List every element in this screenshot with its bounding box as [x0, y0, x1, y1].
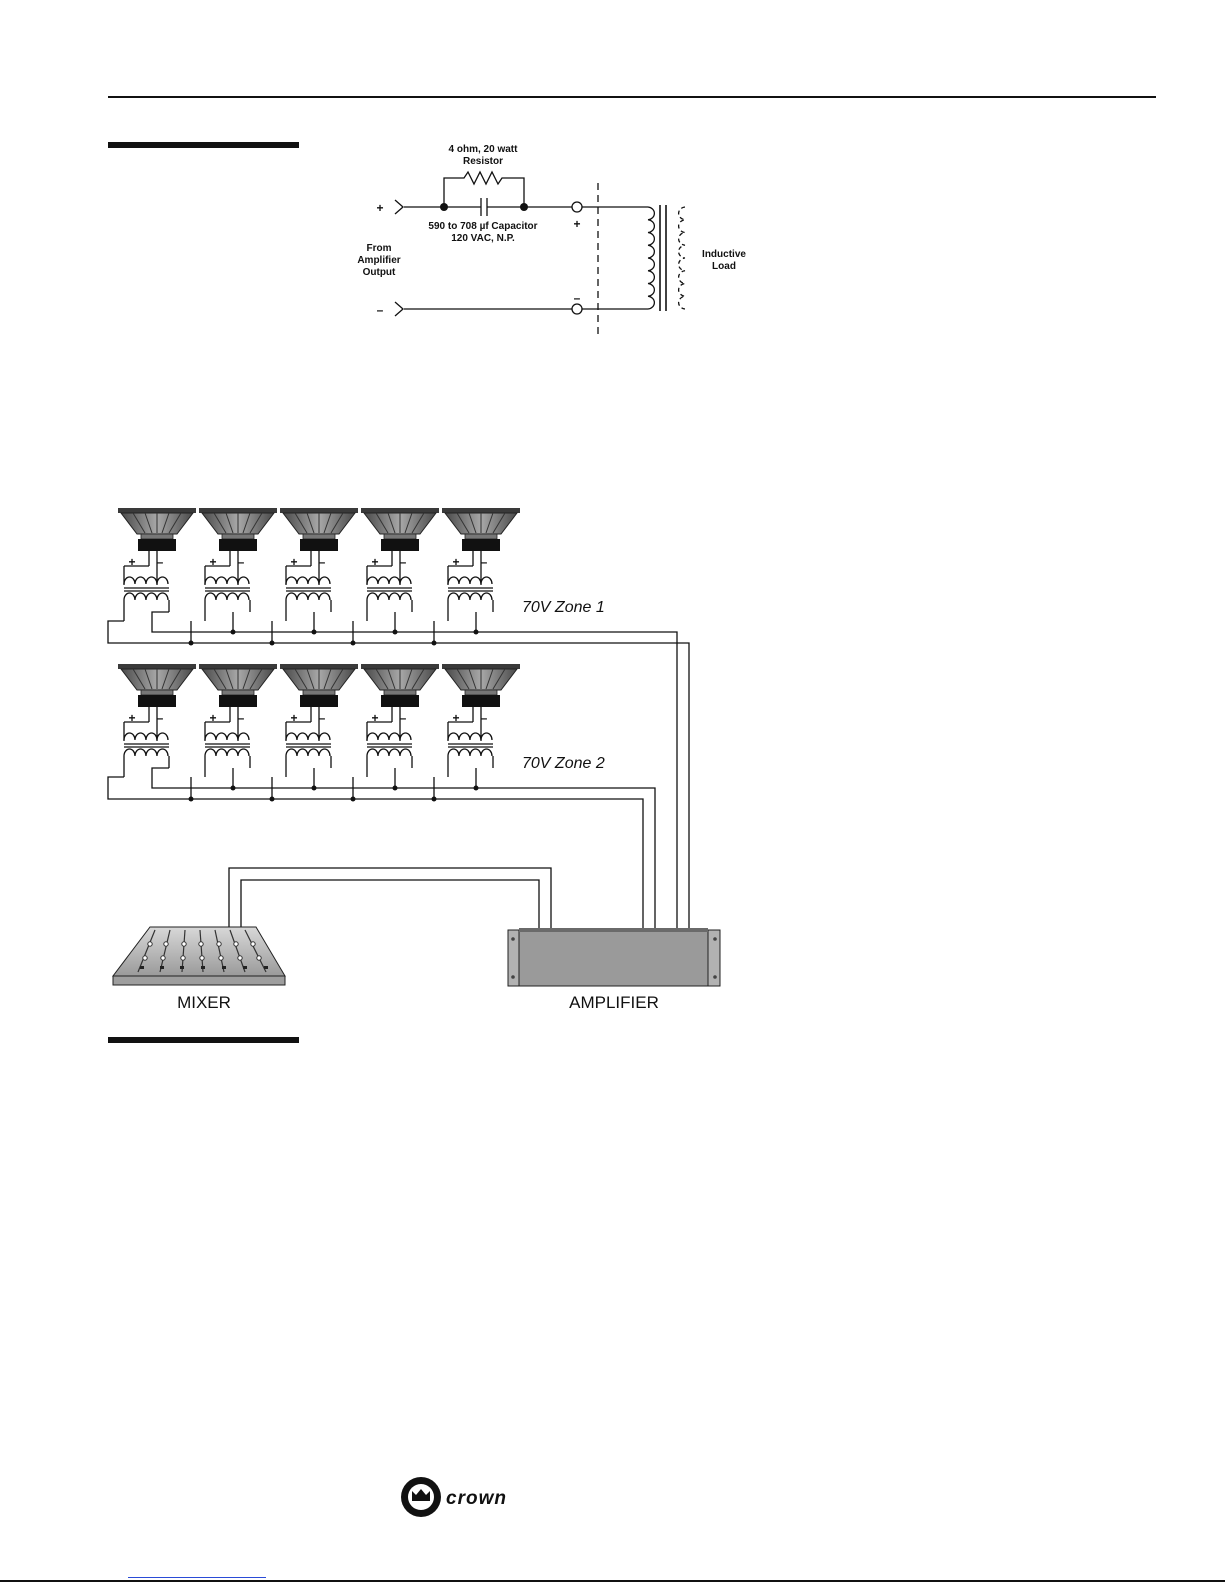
resistor-label-1: 4 ohm, 20 watt — [449, 144, 519, 155]
plus-sign: + — [290, 555, 297, 569]
input-label-2: Amplifier — [357, 255, 400, 266]
load-label-2: Load — [712, 261, 736, 272]
minus-sign: – — [319, 711, 326, 725]
zone-2: + – + – + – + – + – — [108, 664, 655, 930]
zone-2-label: 70V Zone 2 — [522, 755, 605, 772]
load-label-1: Inductive — [702, 249, 746, 260]
crown-wordmark: crown — [446, 1488, 507, 1509]
amplifier-label: AMPLIFIER — [569, 993, 659, 1012]
minus-sign: – — [238, 711, 245, 725]
terminal-plus-sign: + — [573, 217, 580, 231]
mixer-label: MIXER — [177, 993, 231, 1012]
zone-1-signs: + – + – + – + – + – — [128, 555, 487, 569]
footer-rule — [0, 1580, 1225, 1582]
plus-sign: + — [371, 555, 378, 569]
terminal-minus-sign: – — [574, 291, 581, 305]
plus-sign: + — [290, 711, 297, 725]
crown-logo: crown — [401, 1477, 507, 1517]
footer-link-underline — [128, 1577, 266, 1578]
node-dot — [440, 203, 448, 211]
plus-sign: + — [452, 711, 459, 725]
minus-sign: – — [157, 711, 164, 725]
plus-sign: + — [209, 555, 216, 569]
terminal-minus — [572, 304, 582, 314]
input-plus-arrow — [395, 200, 403, 214]
zone-2-wiring — [108, 768, 655, 930]
amplifier-icon — [508, 928, 720, 986]
plus-sign: + — [452, 555, 459, 569]
resistor-label-2: Resistor — [463, 156, 503, 167]
input-plus-sign: + — [376, 201, 383, 215]
zone-2-signs: + – + – + – + – + – — [128, 711, 487, 725]
capacitor-label-1: 590 to 708 µf Capacitor — [428, 221, 537, 232]
minus-sign: – — [481, 711, 488, 725]
node-dot — [520, 203, 528, 211]
input-minus-sign: – — [377, 303, 384, 317]
plus-sign: + — [209, 711, 216, 725]
minus-sign: – — [400, 555, 407, 569]
mixer-amplifier-cable — [229, 868, 551, 930]
minus-sign: – — [319, 555, 326, 569]
capacitor — [404, 198, 572, 216]
plus-sign: + — [128, 555, 135, 569]
minus-sign: – — [238, 555, 245, 569]
input-label-3: Output — [363, 267, 396, 278]
terminal-plus — [572, 202, 582, 212]
plus-sign: + — [128, 711, 135, 725]
minus-sign: – — [481, 555, 488, 569]
minus-sign: – — [157, 555, 164, 569]
input-label-1: From — [367, 243, 392, 254]
plus-sign: + — [371, 711, 378, 725]
minus-sign: – — [400, 711, 407, 725]
zone-1-label: 70V Zone 1 — [522, 599, 605, 616]
zone-1: + – + – + – + – + – — [108, 508, 689, 930]
input-minus-arrow — [395, 302, 403, 316]
capacitor-label-2: 120 VAC, N.P. — [451, 233, 515, 244]
mixer-icon — [113, 927, 285, 985]
circuit-diagram: 4 ohm, 20 watt Resistor 590 to 708 µf Ca… — [357, 144, 746, 335]
resistor — [444, 172, 524, 207]
